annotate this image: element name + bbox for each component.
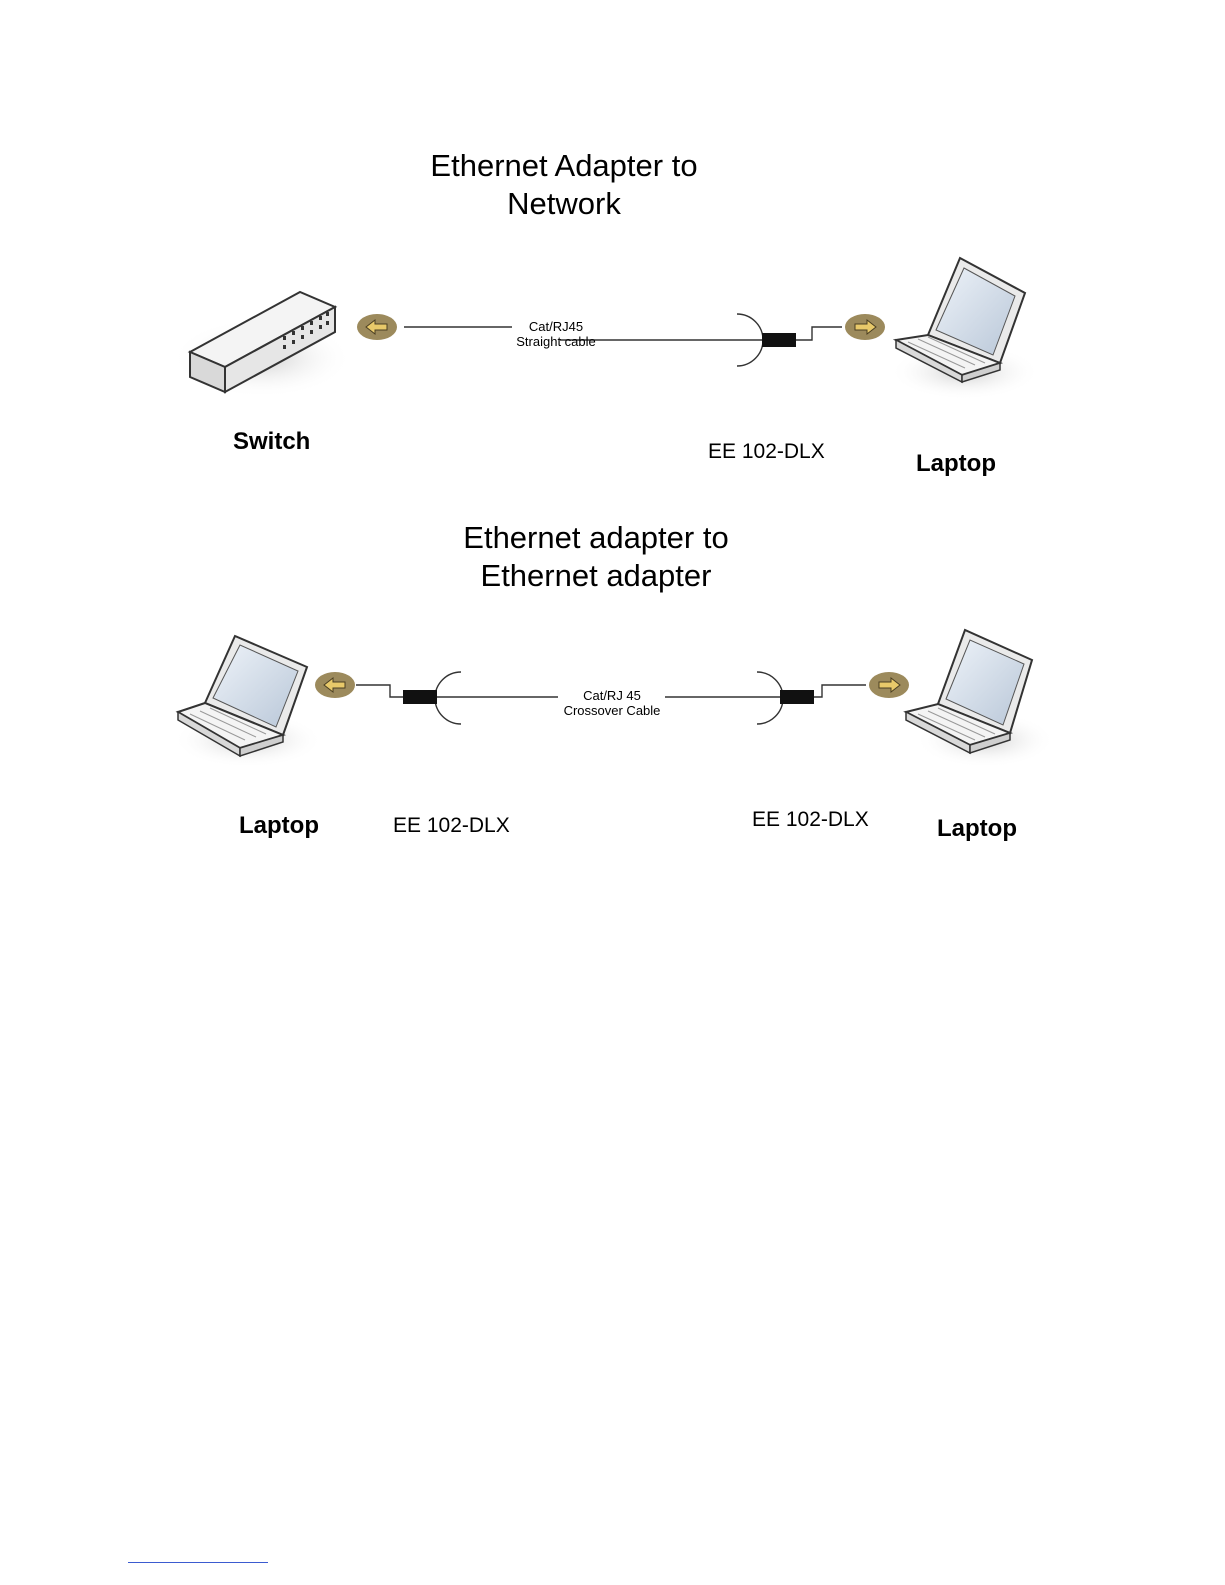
diagram2-title-line2: Ethernet adapter: [0, 557, 1192, 595]
diagram2-title-line1: Ethernet adapter to: [0, 519, 1192, 557]
diagram1-cable-label: Cat/RJ45 Straight cable: [500, 319, 612, 349]
switch-label: Switch: [233, 428, 310, 456]
diagram2-cable-label: Cat/RJ 45 Crossover Cable: [552, 688, 672, 718]
diagram2-cable-label-line1: Cat/RJ 45: [552, 688, 672, 703]
diagram1-cable-label-line2: Straight cable: [500, 334, 612, 349]
left-adapter-connector: [403, 690, 437, 704]
laptop-icon: [890, 258, 1040, 400]
left-arrow-icon: [357, 314, 397, 340]
right-laptop-icon: [906, 630, 1055, 768]
left-laptop-icon: [173, 636, 323, 768]
laptop-label: Laptop: [916, 450, 996, 478]
diagram1-cable-label-line1: Cat/RJ45: [500, 319, 612, 334]
right-arrow-icon-2: [869, 672, 909, 698]
left-laptop-label: Laptop: [239, 812, 319, 840]
diagram2-cable-label-line2: Crossover Cable: [552, 703, 672, 718]
right-arrow-icon: [845, 314, 885, 340]
footnote-separator: [128, 1562, 268, 1563]
adapter-label: EE 102-DLX: [708, 440, 825, 464]
right-adapter-connector: [780, 690, 814, 704]
right-adapter-label: EE 102-DLX: [752, 808, 869, 832]
switch-icon: [172, 292, 352, 398]
left-arrow-icon-2: [315, 672, 355, 698]
diagram2-title: Ethernet adapter to Ethernet adapter: [0, 519, 1192, 595]
left-adapter-label: EE 102-DLX: [393, 814, 510, 838]
right-laptop-label: Laptop: [937, 815, 1017, 843]
adapter-connector: [762, 333, 796, 347]
